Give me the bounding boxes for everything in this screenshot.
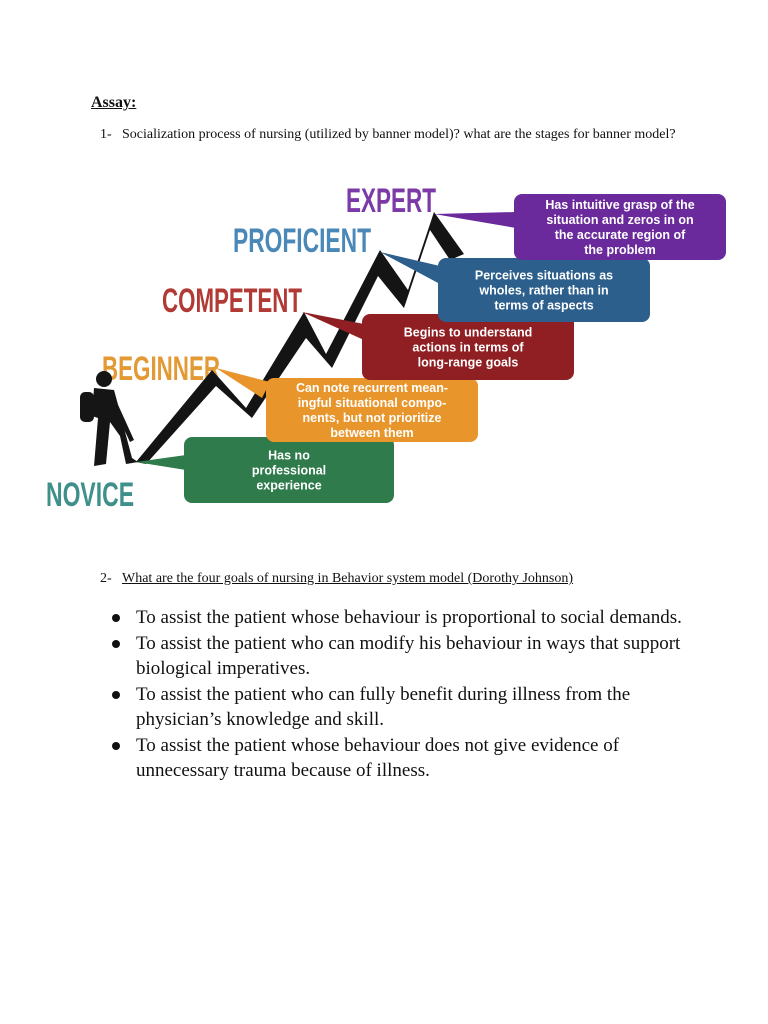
- zigzag-ascent-path: [136, 212, 464, 464]
- stage-description-beginner: between them: [330, 426, 413, 440]
- goal-item: To assist the patient who can modify his…: [110, 631, 690, 682]
- stage-description-proficient: wholes, rather than in: [478, 284, 608, 298]
- stage-description-expert: the problem: [584, 243, 656, 257]
- stage-description-competent: actions in terms of: [412, 341, 524, 355]
- stage-description-beginner: nents, but not prioritize: [303, 411, 442, 425]
- pointer-proficient: [380, 252, 440, 284]
- question-1-text: Socialization process of nursing (utiliz…: [122, 127, 676, 142]
- question-2: 2- What are the four goals of nursing in…: [100, 569, 680, 589]
- goal-item: To assist the patient whose behaviour is…: [110, 605, 690, 631]
- pointer-expert: [434, 212, 516, 228]
- stage-description-expert: the accurate region of: [555, 228, 686, 242]
- stage-description-competent: Begins to understand: [404, 326, 532, 340]
- question-2-number: 2-: [100, 571, 112, 586]
- stage-description-novice: professional: [252, 464, 326, 478]
- stage-description-novice: experience: [256, 479, 321, 493]
- stage-box-proficient: [438, 258, 650, 322]
- question-1: 1- Socialization process of nursing (uti…: [100, 125, 680, 145]
- question-2-text: What are the four goals of nursing in Be…: [122, 571, 574, 586]
- stage-description-proficient: Perceives situations as: [475, 269, 613, 283]
- goal-text: To assist the patient whose behaviour is…: [136, 607, 682, 628]
- bullet-icon: [112, 690, 120, 699]
- pointer-beginner: [216, 368, 270, 398]
- benner-stages-diagram: EXPERT PROFICIENT COMPETENT BEGINNER NOV…: [46, 182, 726, 514]
- goal-text: To assist the patient who can modify his…: [136, 632, 681, 680]
- goals-list: To assist the patient whose behaviour is…: [110, 605, 690, 784]
- assay-heading: Assay:: [91, 94, 137, 111]
- stage-description-beginner: Can note recurrent mean-: [296, 381, 448, 395]
- bullet-icon: [112, 741, 120, 750]
- stage-box-novice: [184, 437, 394, 503]
- stage-description-competent: long-range goals: [418, 356, 519, 370]
- goal-item: To assist the patient whose behaviour do…: [110, 733, 690, 784]
- stage-description-beginner: ingful situational compo-: [298, 396, 447, 410]
- stage-box-competent: [362, 314, 574, 380]
- goal-item: To assist the patient who can fully bene…: [110, 682, 690, 733]
- stage-label-expert: EXPERT: [346, 182, 436, 220]
- pointer-novice: [136, 455, 186, 470]
- goal-text: To assist the patient whose behaviour do…: [136, 734, 620, 782]
- stage-label-competent: COMPETENT: [162, 282, 302, 320]
- stage-label-novice: NOVICE: [46, 476, 134, 514]
- stage-description-expert: situation and zeros in on: [546, 213, 693, 227]
- stage-box-beginner: [266, 378, 478, 442]
- stage-description-proficient: terms of aspects: [494, 299, 593, 313]
- stage-description-novice: Has no: [268, 449, 310, 463]
- goal-text: To assist the patient who can fully bene…: [136, 683, 631, 731]
- stage-label-beginner: BEGINNER: [102, 350, 220, 388]
- pointer-competent: [302, 312, 364, 340]
- stage-description-expert: Has intuitive grasp of the: [545, 198, 694, 212]
- hiker-icon: [80, 371, 138, 466]
- bullet-icon: [112, 639, 120, 648]
- stage-box-expert: [514, 194, 726, 260]
- stage-label-proficient: PROFICIENT: [233, 222, 371, 260]
- bullet-icon: [112, 614, 120, 622]
- question-1-number: 1-: [100, 127, 112, 142]
